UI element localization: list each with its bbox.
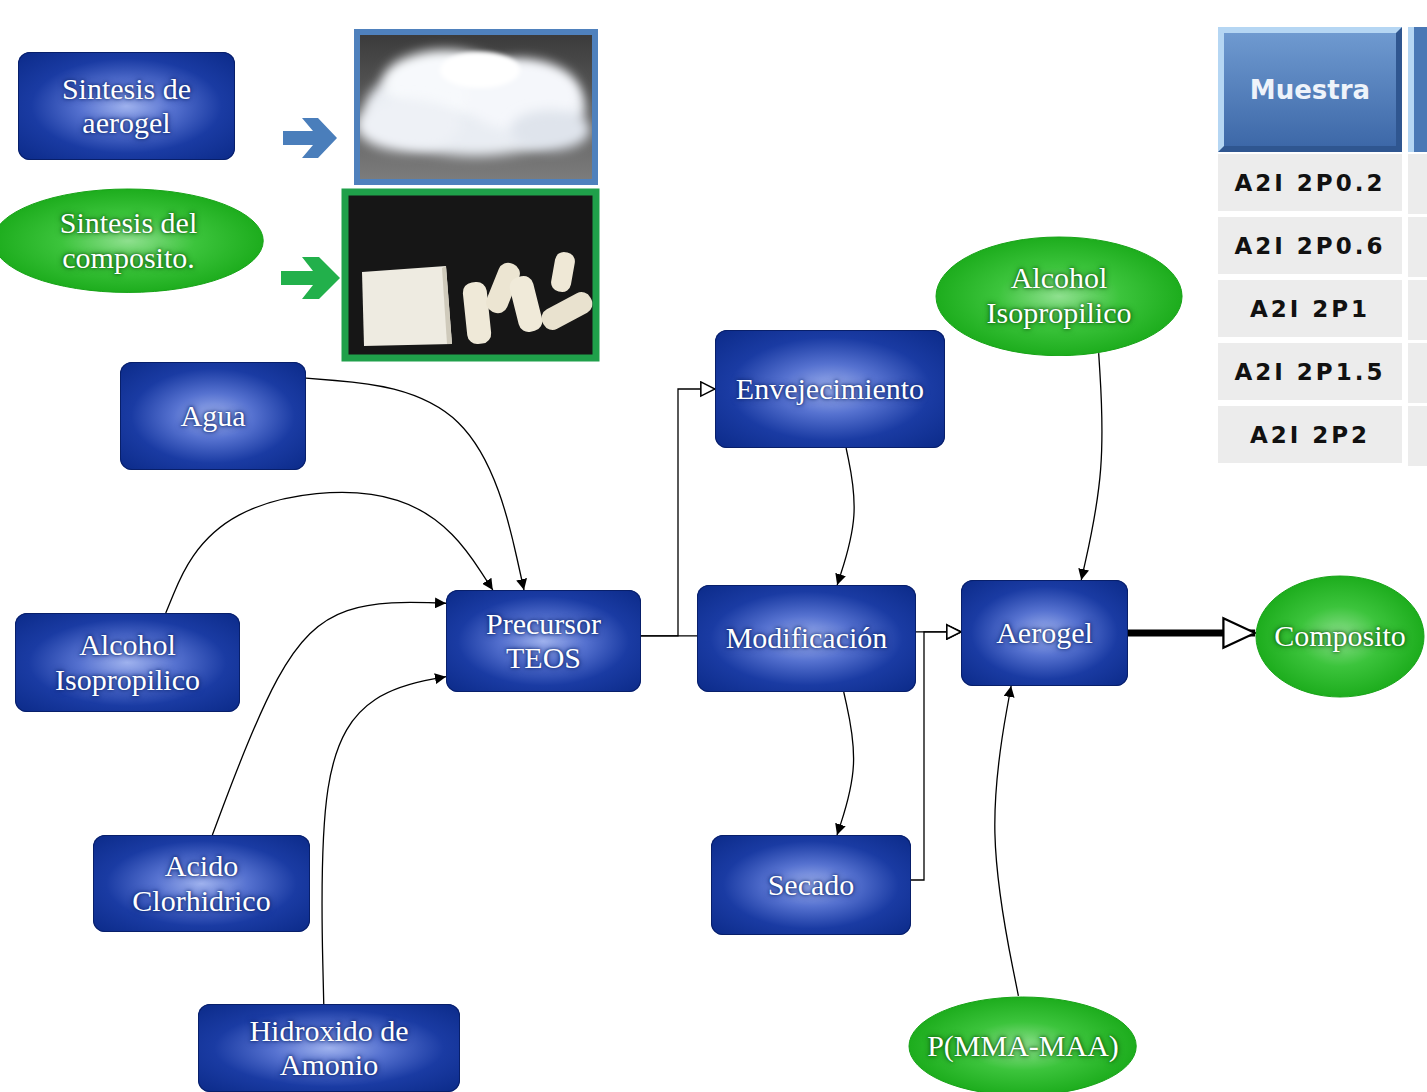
connector-arrow [166, 492, 493, 613]
node-text-group: Alcohol Isopropilico [971, 261, 1146, 330]
connector-arrow [837, 692, 854, 835]
table-header-cell: Muestra [1218, 27, 1402, 152]
table-header-bevel [1408, 27, 1414, 152]
photo-frame [357, 32, 595, 182]
node-label: Hidroxido de Amonio [224, 1014, 434, 1083]
pointer-arrow [283, 118, 337, 158]
process-box: Envejecimiento [715, 330, 945, 448]
connector-arrow [641, 635, 697, 636]
ellipse-shape [1256, 576, 1424, 697]
node-text-group: Secado [768, 868, 855, 903]
table-header-fragment [1408, 27, 1427, 152]
node-label: P(MMA-MAA) [927, 1029, 1119, 1064]
table-cell-fragment [1408, 406, 1427, 466]
composite-rod [462, 281, 492, 345]
composite-block-shade [442, 266, 452, 344]
ellipse-shape [909, 997, 1136, 1092]
node-text-group: Alcohol Isopropilico [33, 628, 223, 697]
node-label: Secado [768, 868, 855, 903]
node-label: Modificación [726, 621, 888, 656]
table-text: A2I 2P1 [1250, 296, 1370, 322]
ellipse-node: Composito [1255, 575, 1425, 698]
table-text: A2I 2P0.6 [1235, 233, 1386, 259]
connector-arrow [1081, 353, 1102, 580]
composite-rod [550, 251, 577, 294]
composite-rod [538, 289, 596, 334]
process-box: Precursor TEOS [446, 590, 641, 692]
table-cell-fragment [1408, 343, 1427, 403]
photo-ground [357, 32, 595, 182]
node-text-group: Hidroxido de Amonio [224, 1014, 434, 1083]
node-label: Aerogel [996, 616, 1093, 651]
process-box: Modificación [697, 585, 916, 692]
connector-arrow [1128, 630, 1255, 637]
ellipse-node: Sintesis del composito. [0, 188, 265, 293]
process-box: Sintesis de aerogel [18, 52, 235, 160]
powder-blob [440, 52, 520, 88]
ellipse-shape [936, 237, 1182, 356]
photo-ground [345, 192, 596, 358]
process-box: Alcohol Isopropilico [15, 613, 240, 712]
composite-block [362, 266, 452, 346]
connector-arrow [995, 686, 1019, 996]
ellipse-shape [0, 189, 264, 292]
connector-arrow [212, 602, 446, 835]
table-cell-fragment [1408, 280, 1427, 340]
powder-blob [510, 110, 590, 150]
node-text-group: P(MMA-MAA) [927, 1029, 1119, 1064]
aerogel-photo [356, 32, 595, 182]
node-label: Alcohol Isopropilico [33, 628, 223, 697]
node-label: Sintesis del composito. [44, 206, 214, 275]
node-label: Envejecimiento [736, 372, 924, 407]
process-box: Secado [711, 835, 911, 935]
node-label: Alcohol Isopropilico [971, 261, 1146, 330]
connector-arrow [837, 448, 854, 585]
node-label: Composito [1274, 619, 1406, 654]
table-cell: A2I 2P0.6 [1218, 217, 1402, 277]
composite-rod [508, 274, 545, 334]
table-cell: A2I 2P2 [1218, 406, 1402, 466]
node-text-group: Envejecimiento [736, 372, 924, 407]
process-box: Agua [120, 362, 306, 470]
connector-arrow [322, 677, 446, 1004]
pointer-arrow [281, 257, 340, 299]
table-cell: A2I 2P1.5 [1218, 343, 1402, 403]
process-box: Acido Clorhidrico [93, 835, 310, 932]
table-text: A2I 2P1.5 [1235, 359, 1386, 385]
node-text-group: Modificación [726, 621, 888, 656]
table-cell-fragment [1408, 154, 1427, 214]
ellipse-node: Alcohol Isopropilico [935, 236, 1183, 357]
table-cell: A2I 2P1 [1218, 280, 1402, 340]
powder-heap [357, 50, 590, 156]
node-text-group: Sintesis del composito. [44, 206, 214, 275]
connector-arrow [306, 378, 524, 590]
table-cell: A2I 2P0.2 [1218, 154, 1402, 214]
node-text-group: Sintesis de aerogel [32, 72, 222, 141]
node-label: Sintesis de aerogel [32, 72, 222, 141]
table-text: Muestra [1250, 75, 1370, 105]
powder-blob [357, 99, 460, 151]
composite-photo [345, 192, 596, 358]
node-text-group: Aerogel [996, 616, 1093, 651]
ellipse-node: P(MMA-MAA) [908, 996, 1137, 1092]
node-text-group: Acido Clorhidrico [107, 849, 297, 918]
node-label: Acido Clorhidrico [107, 849, 297, 918]
photo-frame [345, 192, 596, 358]
node-text-group: Precursor TEOS [461, 607, 626, 676]
node-label: Agua [181, 399, 246, 434]
composite-pieces [362, 251, 596, 346]
node-text-group: Agua [181, 399, 246, 434]
table-column-fragment [1408, 27, 1427, 466]
process-box: Aerogel [961, 580, 1128, 686]
table-cell-fragment [1408, 217, 1427, 277]
table-text: A2I 2P2 [1250, 422, 1370, 448]
process-box: Hidroxido de Amonio [198, 1004, 460, 1092]
node-text-group: Composito [1274, 619, 1406, 654]
table-text: A2I 2P0.2 [1235, 170, 1386, 196]
node-label: Precursor TEOS [461, 607, 626, 676]
connector-arrow [911, 632, 961, 880]
